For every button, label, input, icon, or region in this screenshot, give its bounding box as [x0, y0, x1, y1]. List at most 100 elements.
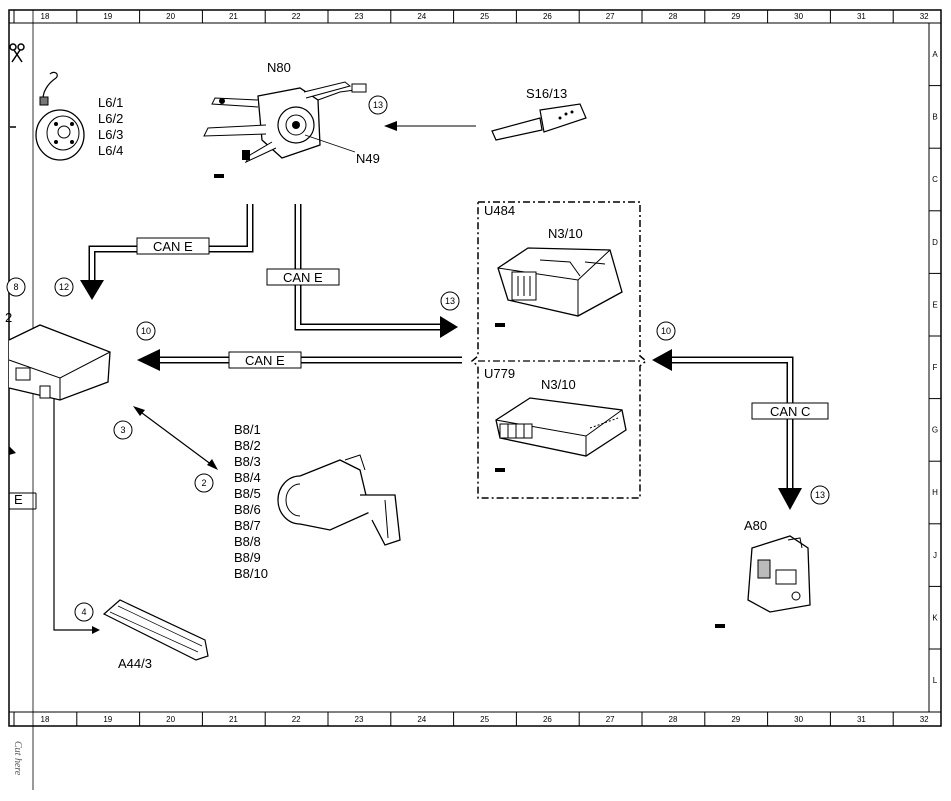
column-ticks: 1818191920202121222223232424252526262727…: [13, 10, 929, 726]
row-tick-label: E: [932, 300, 937, 309]
svg-text:2: 2: [201, 478, 206, 488]
callout-10-right: 10: [656, 321, 676, 341]
row-tick-label: F: [933, 363, 938, 372]
parking-sensor-label: B8/6: [234, 502, 261, 517]
callout-13-top: 13: [368, 95, 388, 115]
column-tick-label: 22: [292, 12, 301, 21]
cruise-control-lever-drawing: [491, 103, 587, 141]
column-tick-label: 31: [857, 715, 866, 724]
left-control-module-drawing: [8, 324, 111, 401]
column-tick-label: 31: [857, 12, 866, 21]
u779-label: U779: [484, 366, 515, 381]
svg-text:13: 13: [373, 100, 383, 110]
partial-module-label: 2: [5, 310, 12, 325]
callout-13-mid: 13: [440, 291, 460, 311]
column-tick-label: 21: [229, 715, 238, 724]
column-tick-label: 20: [166, 715, 175, 724]
column-tick-label: 18: [41, 715, 50, 724]
parking-sensor-labels: B8/1B8/2B8/3B8/4B8/5B8/6B8/7B8/8B8/9B8/1…: [234, 422, 268, 581]
steering-column-module-drawing: [203, 81, 367, 164]
row-tick-label: K: [932, 613, 938, 622]
callout-12: 12: [54, 277, 74, 297]
brake-sensor-label-2: L6/2: [98, 111, 123, 126]
row-tick-label: G: [932, 426, 938, 435]
column-tick-label: 24: [417, 715, 426, 724]
column-tick-label: 18: [41, 12, 50, 21]
n310-top-label: N3/10: [548, 226, 583, 241]
parking-sensor-label: B8/4: [234, 470, 261, 485]
row-tick-label: D: [932, 238, 938, 247]
column-tick-label: 28: [669, 12, 678, 21]
svg-text:13: 13: [815, 490, 825, 500]
column-tick-label: 30: [794, 715, 803, 724]
column-tick-label: 29: [731, 715, 740, 724]
column-tick-label: 29: [731, 12, 740, 21]
reference-hand-icon: [495, 323, 505, 327]
parking-sensor-label: B8/5: [234, 486, 261, 501]
can-e-label-3: CAN E: [245, 353, 285, 368]
row-tick-label: L: [933, 676, 938, 685]
reference-hand-icon: [495, 468, 505, 472]
n49-label: N49: [356, 151, 380, 166]
brake-sensor-label-1: L6/1: [98, 95, 123, 110]
display-label: A44/3: [118, 656, 152, 671]
row-ticks: A B C D E F G H J K L: [929, 22, 941, 685]
column-tick-label: 23: [355, 715, 364, 724]
svg-text:12: 12: [59, 282, 69, 292]
cruise-lever-label: S16/13: [526, 86, 567, 101]
partial-can-e-label: E: [14, 492, 23, 507]
svg-text:3: 3: [120, 425, 125, 435]
parking-sensor-label: B8/2: [234, 438, 261, 453]
steering-module-label: N80: [267, 60, 291, 75]
svg-text:4: 4: [81, 607, 86, 617]
engine-control-unit-bottom-drawing: [495, 397, 627, 457]
engine-control-unit-top-drawing: [497, 247, 623, 317]
column-tick-label: 19: [103, 12, 112, 21]
column-tick-label: 20: [166, 12, 175, 21]
column-tick-label: 19: [103, 715, 112, 724]
n310-bottom-label: N3/10: [541, 377, 576, 392]
column-tick-label: 25: [480, 715, 489, 724]
column-tick-label: 30: [794, 12, 803, 21]
can-c-label: CAN C: [770, 404, 810, 419]
brake-disc-sensor-drawing: [35, 71, 85, 161]
parking-sensor-label: B8/9: [234, 550, 261, 565]
reference-hand-icon: [715, 624, 725, 628]
column-tick-label: 26: [543, 12, 552, 21]
column-tick-label: 21: [229, 12, 238, 21]
row-tick-label: J: [933, 551, 937, 560]
column-tick-label: 25: [480, 12, 489, 21]
row-tick-label: A: [932, 50, 938, 59]
parking-sensor-label: B8/7: [234, 518, 261, 533]
callout-8-partial: 8: [6, 277, 26, 297]
column-tick-label: 27: [606, 715, 615, 724]
svg-text:13: 13: [445, 296, 455, 306]
can-e-label-1: CAN E: [153, 239, 193, 254]
reference-hand-icon: [214, 174, 224, 178]
column-tick-label: 32: [920, 12, 929, 21]
row-tick-label: B: [932, 113, 937, 122]
svg-text:10: 10: [661, 326, 671, 336]
column-tick-label: 22: [292, 715, 301, 724]
parking-sensor-label: B8/1: [234, 422, 261, 437]
callout-3: 3: [113, 420, 133, 440]
parking-sensor-label: B8/3: [234, 454, 261, 469]
callout-4: 4: [74, 602, 94, 622]
parking-sensor-label: B8/8: [234, 534, 261, 549]
row-tick-label: H: [932, 488, 938, 497]
row-tick-label: C: [932, 175, 938, 184]
a80-module-drawing: [747, 535, 811, 613]
scissors-icon: [9, 43, 25, 63]
callout-13-right: 13: [810, 485, 830, 505]
brake-sensor-label-3: L6/3: [98, 127, 123, 142]
column-tick-label: 23: [355, 12, 364, 21]
column-tick-label: 28: [669, 715, 678, 724]
parking-sensor-drawing: [277, 454, 401, 546]
svg-text:8: 8: [13, 282, 18, 292]
a80-label: A80: [744, 518, 767, 533]
svg-text:10: 10: [141, 326, 151, 336]
column-tick-label: 24: [417, 12, 426, 21]
can-e-label-2: CAN E: [283, 270, 323, 285]
column-tick-label: 26: [543, 715, 552, 724]
